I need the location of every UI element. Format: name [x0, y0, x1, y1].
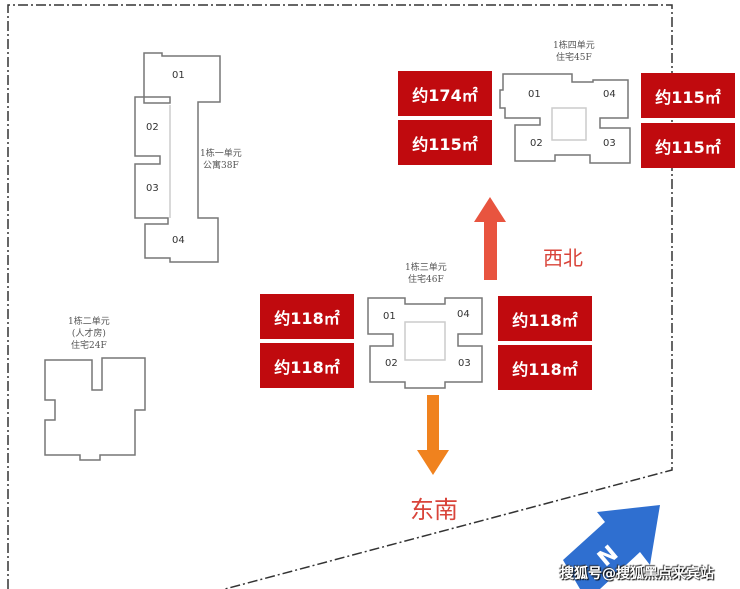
unit-label: 02 — [530, 138, 543, 149]
unit-label: 01 — [172, 70, 185, 81]
building-unit-4-outline — [499, 73, 631, 164]
area-box: 约118㎡ — [498, 345, 592, 390]
unit-label: 03 — [146, 183, 159, 194]
area-box: 约115㎡ — [641, 73, 735, 118]
unit-label: 02 — [146, 122, 159, 133]
building-unit-2-label: 1栋二单元(人才房)住宅24F — [68, 317, 110, 351]
building-unit-4-label: 1栋四单元住宅45F — [553, 41, 595, 63]
northwest-label: 西北 — [543, 246, 583, 270]
unit-label: 02 — [385, 358, 398, 369]
building-unit-3-outline — [367, 297, 483, 389]
watermark: 搜狐号@搜狐黑点来宾站 — [560, 566, 714, 582]
area-box: 约174㎡ — [398, 71, 492, 116]
southeast-label: 东南 — [410, 496, 458, 524]
area-box: 约118㎡ — [498, 296, 592, 341]
unit-label: 04 — [457, 309, 470, 320]
unit-label: 01 — [528, 89, 541, 100]
southeast-arrow — [417, 395, 449, 475]
unit-label: 03 — [603, 138, 616, 149]
unit-label: 03 — [458, 358, 471, 369]
northwest-arrow — [474, 197, 506, 280]
unit-label: 04 — [172, 235, 185, 246]
north-arrow — [563, 505, 660, 589]
site-boundary — [7, 4, 673, 589]
area-box: 约118㎡ — [260, 343, 354, 388]
building-unit-1-outline — [134, 52, 221, 263]
building-unit-1-label: 1栋一单元公寓38F — [200, 149, 242, 171]
area-box: 约115㎡ — [641, 123, 735, 168]
building-unit-3-label: 1栋三单元住宅46F — [405, 263, 447, 285]
area-box: 约118㎡ — [260, 294, 354, 339]
building-unit-2-outline — [44, 357, 146, 461]
area-box: 约115㎡ — [398, 120, 492, 165]
unit-label: 04 — [603, 89, 616, 100]
unit-label: 01 — [383, 311, 396, 322]
